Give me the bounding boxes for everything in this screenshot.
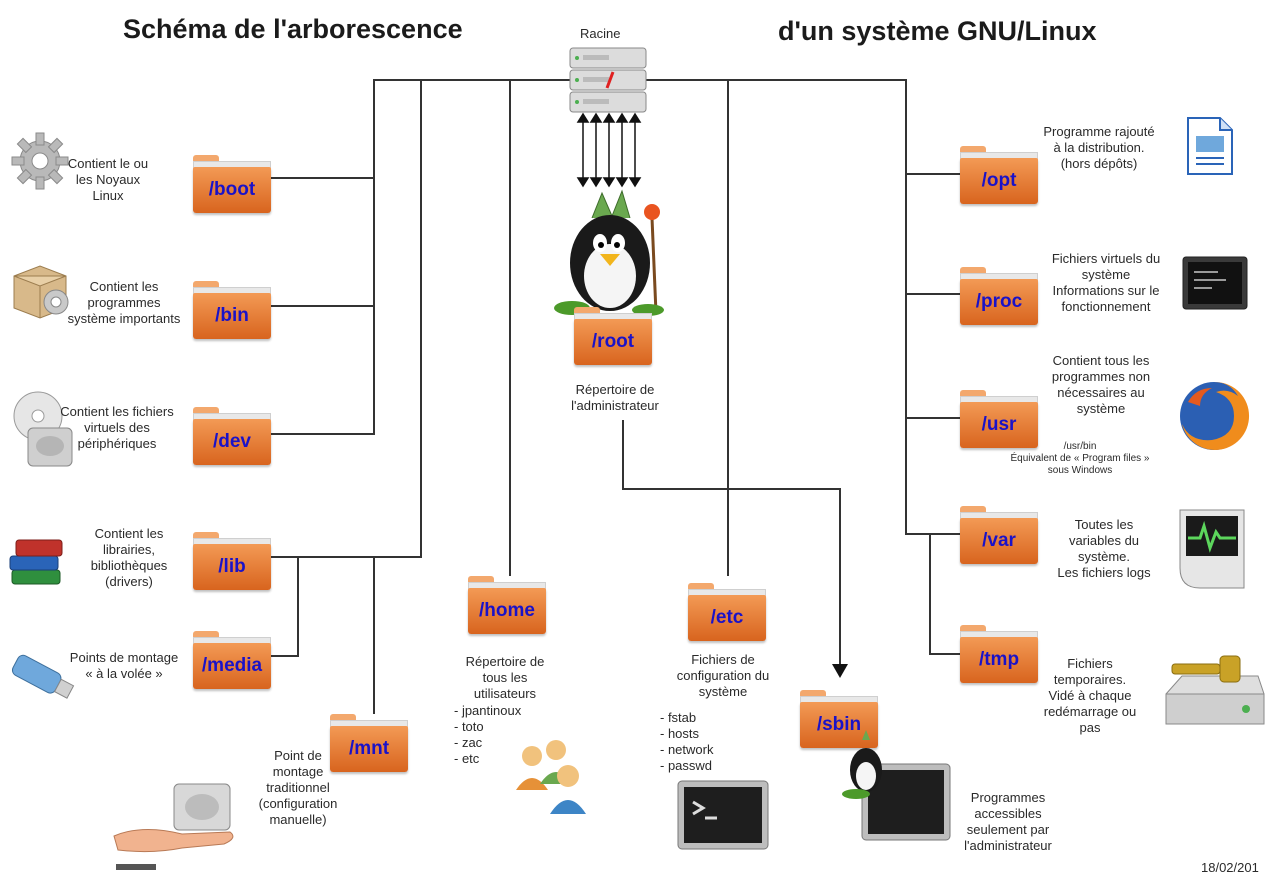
folder-lib[interactable]: /lib: [193, 532, 271, 590]
folder-etc-label: /etc: [710, 607, 744, 628]
etc-items: - fstab- hosts- network- passwd: [660, 710, 714, 773]
folder-usr-label: /usr: [981, 414, 1017, 435]
folder-root[interactable]: /root: [574, 307, 652, 365]
root-arrows-icon: [576, 112, 642, 188]
tux-chief-icon: [554, 189, 664, 316]
folder-boot-label: /boot: [208, 179, 256, 200]
folder-tmp[interactable]: /tmp: [960, 625, 1038, 683]
monitor-icon: [1182, 256, 1248, 310]
terminal-icon: [677, 780, 769, 850]
books-icon: [9, 539, 63, 585]
folder-boot[interactable]: /boot: [193, 155, 271, 213]
firefox-icon: [1180, 381, 1250, 450]
activity-monitor-icon: [1179, 509, 1245, 589]
folder-proc[interactable]: /proc: [960, 267, 1038, 325]
usb-stick-icon: [11, 654, 75, 699]
media-description: Points de montage« à la volée »: [69, 650, 179, 681]
gear-icon: [11, 132, 69, 190]
footer-date: 18/02/201: [1201, 860, 1259, 875]
folder-home[interactable]: /home: [468, 576, 546, 634]
folder-media[interactable]: /media: [193, 631, 271, 689]
folder-opt-label: /opt: [981, 170, 1017, 191]
folder-var[interactable]: /var: [960, 506, 1038, 564]
title-left: Schéma de l'arborescence: [123, 14, 463, 44]
folder-home-label: /home: [479, 600, 535, 621]
folder-lib-label: /lib: [218, 556, 246, 577]
server-icon: [569, 47, 647, 113]
folder-dev[interactable]: /dev: [193, 407, 271, 465]
folder-mnt-label: /mnt: [348, 738, 390, 759]
folder-var-label: /var: [982, 530, 1016, 551]
arrow-down-icon: [832, 664, 848, 678]
drive-key-icon: [1165, 655, 1265, 725]
folder-bin-label: /bin: [215, 305, 249, 326]
home-items: - jpantinoux- toto- zac- etc: [454, 703, 522, 766]
folder-etc[interactable]: /etc: [688, 583, 766, 641]
folder-dev-label: /dev: [212, 431, 252, 452]
folder-sbin-label: /sbin: [816, 714, 862, 735]
package-icon: [13, 265, 69, 319]
folder-tmp-label: /tmp: [978, 649, 1020, 670]
folder-proc-label: /proc: [975, 291, 1023, 312]
document-icon: [1187, 117, 1233, 175]
title-right: d'un système GNU/Linux: [778, 16, 1097, 46]
hand-disk-icon: [113, 783, 234, 870]
folder-root-label: /root: [591, 331, 635, 352]
folder-bin[interactable]: /bin: [193, 281, 271, 339]
folder-opt[interactable]: /opt: [960, 146, 1038, 204]
users-icon: [516, 740, 586, 814]
folder-mnt[interactable]: /mnt: [330, 714, 408, 772]
disc-drive-icon: [13, 391, 73, 467]
folder-usr[interactable]: /usr: [960, 390, 1038, 448]
folder-media-label: /media: [201, 655, 263, 676]
folder-sbin[interactable]: /sbin: [800, 690, 878, 748]
root-server-label: Racine: [580, 26, 621, 41]
admin-terminal-icon: [842, 730, 951, 841]
